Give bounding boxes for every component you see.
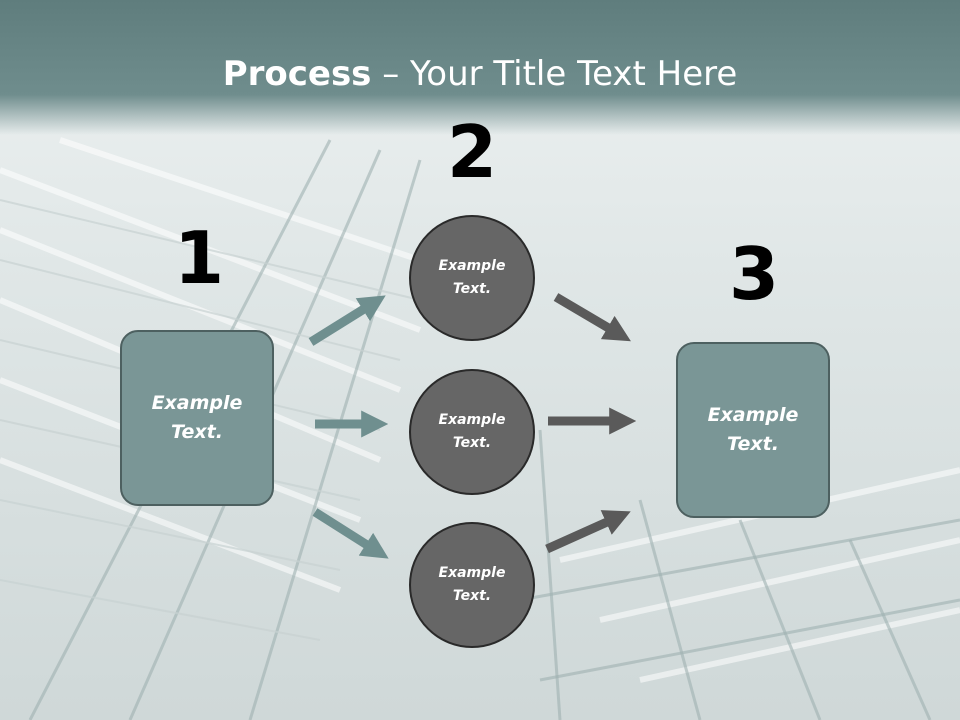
arrow-right-bottom [545,510,631,554]
circle-bottom-text-line2: Text. [452,588,492,604]
circle-top-text-line2: Text. [452,281,492,297]
circle-middle-text-line2: Text. [452,435,492,451]
step-1-text-line1: Example [151,392,243,414]
title-bar [0,0,960,135]
arrow-left-top [308,295,386,346]
arrow-right-top [553,293,631,342]
step-number-1: 1 [173,216,225,300]
step-number-3: 3 [728,232,780,316]
circle-top-text-line1: Example [438,258,506,274]
step-number-2: 2 [446,110,498,194]
arrow-left-bottom [312,508,389,559]
circle-middle-text-line1: Example [438,412,506,428]
step-3-text-line2: Text. [727,433,779,455]
title-rest: – Your Title Text Here [371,54,738,94]
slide-title: Process – Your Title Text Here [0,52,960,96]
step-1-text-line2: Text. [171,421,223,443]
step-3-text-line1: Example [707,404,799,426]
title-bold: Process [222,54,372,94]
circle-bottom-text-line1: Example [438,565,506,581]
